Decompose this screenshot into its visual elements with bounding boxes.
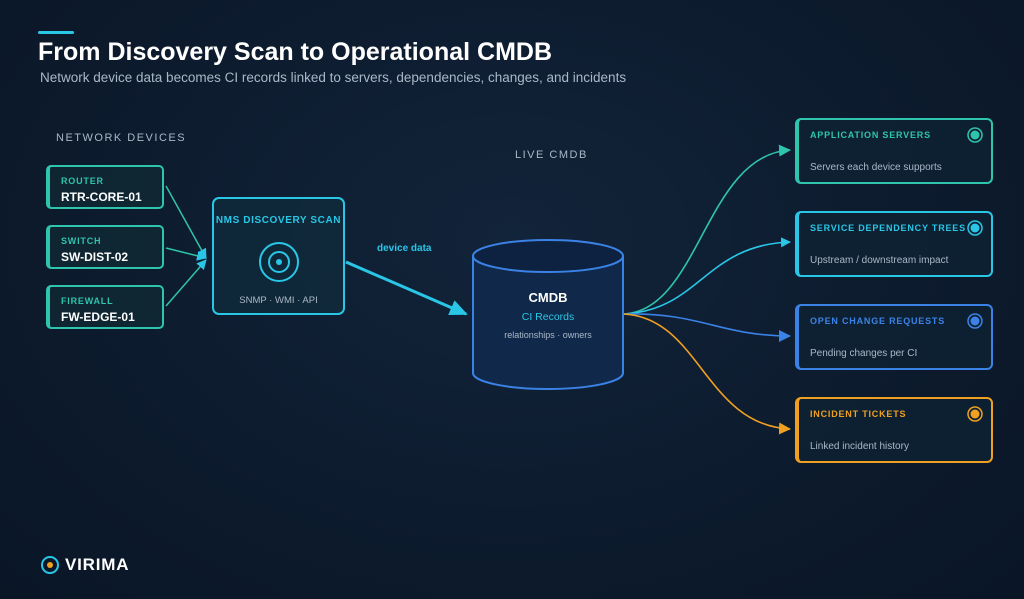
device-card-switch: SWITCH SW-DIST-02 bbox=[46, 225, 164, 269]
connector-cmdb-app-servers bbox=[623, 144, 791, 315]
output-description: Linked incident history bbox=[810, 441, 909, 452]
connector-switch-scanner bbox=[165, 247, 207, 261]
connector-firewall-scanner bbox=[165, 259, 207, 307]
status-dot-icon bbox=[967, 220, 983, 236]
logo-text: VIRIMA bbox=[65, 555, 130, 574]
nms-discovery-scan-box: NMS DISCOVERY SCAN SNMP · WMI · API bbox=[212, 197, 345, 315]
network-devices-label: NETWORK DEVICES bbox=[56, 132, 187, 144]
page-title: From Discovery Scan to Operational CMDB bbox=[38, 38, 553, 66]
output-card-service-dependency-trees: SERVICE DEPENDENCY TREES Upstream / down… bbox=[795, 211, 993, 277]
live-cmdb-label: LIVE CMDB bbox=[515, 149, 588, 161]
status-dot-icon bbox=[967, 406, 983, 422]
connector-cmdb-incident-tickets bbox=[623, 313, 791, 435]
cmdb-cylinder bbox=[472, 239, 624, 390]
output-description: Upstream / downstream impact bbox=[810, 255, 949, 266]
cmdb-subtitle: CI Records bbox=[521, 311, 575, 323]
status-dot-icon bbox=[967, 313, 983, 329]
connector-cmdb-dependency-trees bbox=[623, 237, 791, 315]
device-type: ROUTER bbox=[61, 176, 104, 186]
virima-logo-icon bbox=[41, 556, 59, 574]
target-icon bbox=[259, 242, 299, 282]
output-title: SERVICE DEPENDENCY TREES bbox=[810, 223, 966, 233]
connector-router-scanner bbox=[165, 185, 207, 259]
output-card-open-change-requests: OPEN CHANGE REQUESTS Pending changes per… bbox=[795, 304, 993, 370]
page-subtitle: Network device data becomes CI records l… bbox=[40, 70, 627, 85]
device-card-firewall: FIREWALL FW-EDGE-01 bbox=[46, 285, 164, 329]
output-title: INCIDENT TICKETS bbox=[810, 409, 907, 419]
status-dot-icon bbox=[967, 127, 983, 143]
connector-cmdb-change-requests bbox=[623, 313, 791, 342]
nms-protocols: SNMP · WMI · API bbox=[239, 295, 318, 306]
nms-title: NMS DISCOVERY SCAN bbox=[215, 215, 342, 226]
device-type: FIREWALL bbox=[61, 296, 114, 306]
cmdb-detail: relationships · owners bbox=[504, 330, 592, 340]
output-title: OPEN CHANGE REQUESTS bbox=[810, 316, 946, 326]
output-title: APPLICATION SERVERS bbox=[810, 130, 931, 140]
device-card-router: ROUTER RTR-CORE-01 bbox=[46, 165, 164, 209]
title-accent-bar bbox=[38, 31, 74, 34]
output-card-incident-tickets: INCIDENT TICKETS Linked incident history bbox=[795, 397, 993, 463]
device-type: SWITCH bbox=[61, 236, 102, 246]
output-description: Pending changes per CI bbox=[810, 348, 918, 359]
device-name: RTR-CORE-01 bbox=[61, 190, 142, 204]
cmdb-title: CMDB bbox=[528, 290, 568, 305]
connector-scanner-cmdb bbox=[345, 260, 468, 316]
device-data-label: device data bbox=[377, 243, 432, 254]
device-name: FW-EDGE-01 bbox=[61, 310, 135, 324]
output-card-application-servers: APPLICATION SERVERS Servers each device … bbox=[795, 118, 993, 184]
output-description: Servers each device supports bbox=[810, 162, 942, 173]
device-name: SW-DIST-02 bbox=[61, 250, 129, 264]
